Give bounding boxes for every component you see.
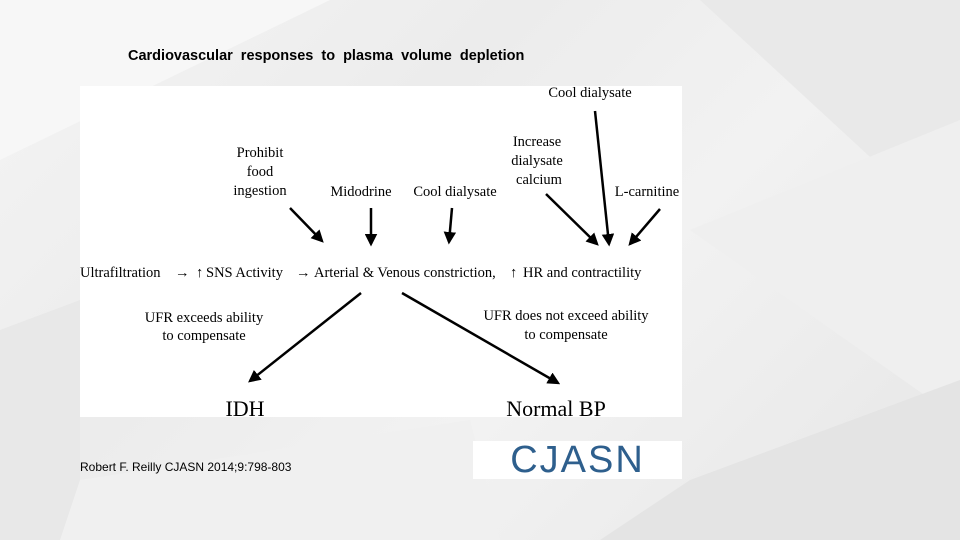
l-carnitine-label: L-carnitine — [615, 184, 679, 200]
arrow-l-carnitine — [628, 208, 661, 246]
svg-text:UFR does not exceed ability: UFR does not exceed ability — [483, 308, 649, 324]
increase-calcium-label: Increase dialysate calcium — [511, 134, 563, 188]
cool-dialysate-label: Cool dialysate — [413, 184, 496, 200]
svg-text:Increase: Increase — [513, 134, 561, 150]
main-chain: Ultrafiltration → ↑ SNS Activity → Arter… — [80, 265, 642, 281]
arrow-cool-dialysate — [443, 207, 457, 245]
slide-title: Cardiovascular responses to plasma volum… — [128, 48, 525, 64]
left-condition-label: UFR exceeds ability to compensate — [145, 310, 264, 344]
arrow-prohibit-food — [289, 207, 324, 243]
ultrafiltration-label: Ultrafiltration — [80, 265, 161, 281]
svg-text:dialysate: dialysate — [511, 153, 563, 169]
svg-text:food: food — [247, 164, 274, 180]
svg-text:→: → — [175, 265, 190, 281]
arrow-to-idh — [248, 292, 362, 383]
right-condition-label: UFR does not exceed ability to compensat… — [483, 308, 649, 343]
diagram-panel: Prohibit food ingestion Midodrine Cool d… — [80, 85, 682, 421]
normal-bp-outcome: Normal BP — [506, 396, 606, 421]
svg-text:to compensate: to compensate — [524, 327, 607, 343]
idh-outcome: IDH — [225, 396, 264, 421]
cjasn-logo: CJASN — [473, 441, 682, 479]
svg-text:Prohibit: Prohibit — [237, 145, 284, 161]
midodrine-label: Midodrine — [330, 184, 391, 200]
svg-text:↑: ↑ — [196, 265, 203, 281]
prohibit-food-label: Prohibit food ingestion — [233, 145, 287, 199]
svg-text:UFR exceeds ability: UFR exceeds ability — [145, 310, 264, 326]
sns-activity-label: SNS Activity — [206, 265, 284, 281]
logo-text: CJASN — [510, 439, 645, 481]
arrow-cool-dialysate-top — [593, 110, 615, 247]
cool-dialysate-top-label: Cool dialysate — [548, 85, 631, 101]
arrow-increase-calcium — [545, 193, 599, 246]
svg-text:calcium: calcium — [516, 172, 563, 188]
flow-diagram: Prohibit food ingestion Midodrine Cool d… — [80, 85, 679, 421]
arrow-to-normal-bp — [401, 291, 561, 385]
svg-text:→: → — [296, 265, 311, 281]
citation: Robert F. Reilly CJASN 2014;9:798-803 — [80, 460, 292, 474]
svg-text:ingestion: ingestion — [233, 183, 287, 199]
hr-contractility-label: HR and contractility — [523, 265, 642, 281]
constriction-label: Arterial & Venous constriction, — [314, 265, 496, 281]
svg-text:↑: ↑ — [510, 265, 517, 281]
svg-text:to compensate: to compensate — [162, 328, 245, 344]
